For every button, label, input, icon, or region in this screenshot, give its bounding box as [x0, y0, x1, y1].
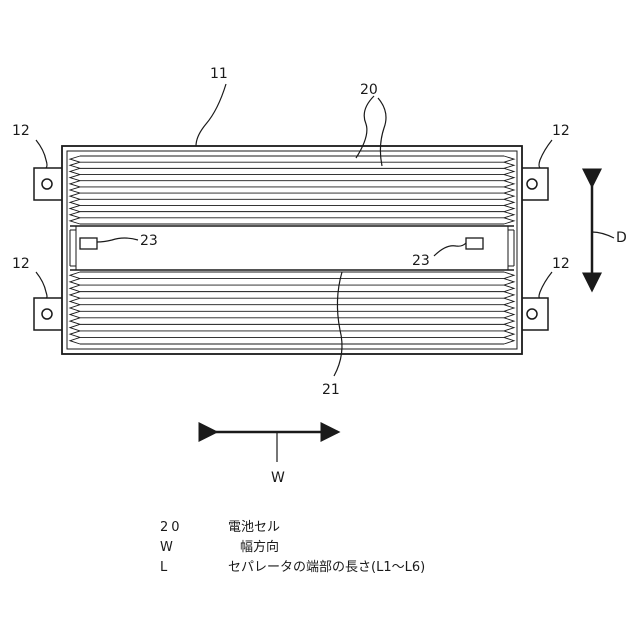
label-23-left: 23 [140, 233, 158, 249]
legend: 20 電池セル W 幅方向 L セパレータの端部の長さ(L1〜L6) [160, 518, 425, 578]
terminal-right [466, 238, 483, 249]
mounting-bracket-top-left [34, 168, 64, 200]
label-23-right: 23 [412, 253, 430, 269]
label-21: 21 [322, 382, 340, 398]
legend-value: 幅方向 [228, 538, 279, 558]
label-w: W [271, 470, 285, 486]
label-12-top-right: 12 [552, 123, 570, 139]
label-12-top-left: 12 [12, 123, 30, 139]
legend-value: 電池セル [228, 518, 280, 538]
terminal-left [80, 238, 97, 249]
leader-11 [196, 84, 226, 146]
label-12-bottom-right: 12 [552, 256, 570, 272]
module-case [62, 146, 522, 354]
leader-12-bottom-right [539, 272, 552, 298]
legend-key: 20 [160, 518, 228, 538]
label-20: 20 [360, 82, 378, 98]
label-11: 11 [210, 66, 228, 82]
mounting-bracket-bottom-left [34, 298, 64, 330]
leader-12-top-left [36, 140, 47, 168]
leader-d [592, 232, 614, 238]
legend-row: L セパレータの端部の長さ(L1〜L6) [160, 558, 425, 578]
leader-12-bottom-left [36, 272, 47, 298]
legend-row: 20 電池セル [160, 518, 425, 538]
legend-key: L [160, 558, 228, 578]
label-12-bottom-left: 12 [12, 256, 30, 272]
leader-12-top-right [539, 140, 552, 168]
label-d: D [616, 230, 627, 246]
legend-value: セパレータの端部の長さ(L1〜L6) [228, 558, 425, 578]
legend-row: W 幅方向 [160, 538, 425, 558]
legend-key: W [160, 538, 228, 558]
